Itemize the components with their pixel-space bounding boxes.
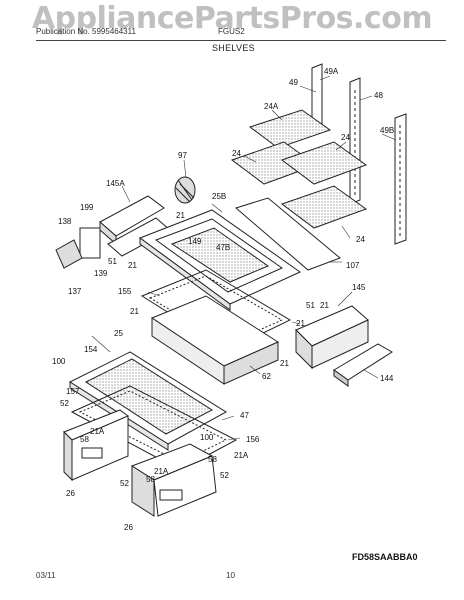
part-label: 139: [94, 269, 108, 278]
part-label: 154: [84, 345, 98, 354]
part-label: 52: [60, 399, 69, 408]
part-label: 100: [200, 433, 214, 442]
lower-drawer-frame: [70, 385, 238, 471]
crisper-cover: [138, 209, 301, 311]
footer-date: 03/11: [36, 571, 56, 580]
part-label: 21: [296, 319, 305, 328]
part-number-labels: 49 49A 48 24A 49B 24 24 97 145A 25B 138 …: [52, 67, 394, 532]
part-label: 21: [280, 359, 289, 368]
part-label: 24: [341, 133, 350, 142]
publication-number: Publication No. 5995464311: [36, 27, 136, 36]
shelf-rails: [311, 63, 407, 245]
part-label: 107: [346, 261, 360, 270]
section-title: SHELVES: [212, 43, 255, 53]
part-label: 21A: [90, 427, 105, 436]
drawer-tray: [150, 295, 280, 385]
part-label: 157: [66, 387, 80, 396]
part-label: 58: [208, 455, 217, 464]
part-label: 21A: [154, 467, 169, 476]
part-label: 100: [52, 357, 66, 366]
part-label: 24: [356, 235, 365, 244]
part-label: 26: [66, 489, 75, 498]
right-duct: [295, 305, 393, 387]
watermark: AppliancePartsPros.com: [31, 1, 433, 36]
part-label: 21: [130, 307, 139, 316]
part-label: 21: [176, 211, 185, 220]
part-label: 47B: [216, 243, 230, 252]
part-label: 145: [352, 283, 366, 292]
fan-unit: [174, 176, 196, 204]
back-panel: [234, 197, 341, 271]
model-header: FGUS2: [218, 27, 245, 36]
part-label: 49B: [380, 126, 394, 135]
part-label: 25B: [212, 192, 226, 201]
part-label: 144: [380, 374, 394, 383]
part-label: 21: [320, 301, 329, 310]
part-label: 47: [240, 411, 249, 420]
part-label: 149: [188, 237, 202, 246]
part-label: 26: [124, 523, 133, 532]
part-label: 48: [374, 91, 383, 100]
part-label: 155: [118, 287, 132, 296]
model-code: FD58SAABBA0: [352, 552, 418, 562]
part-label: 58: [80, 435, 89, 444]
part-label: 138: [58, 217, 72, 226]
part-label: 145A: [106, 179, 125, 188]
part-label: 51: [306, 301, 315, 310]
part-label: 58: [146, 475, 155, 484]
part-label: 21: [128, 261, 137, 270]
part-label: 49: [289, 78, 298, 87]
part-label: 62: [262, 372, 271, 381]
part-label: 24A: [264, 102, 279, 111]
part-label: 199: [80, 203, 94, 212]
part-label: 97: [178, 151, 187, 160]
part-label: 49A: [324, 67, 339, 76]
part-label: 137: [68, 287, 82, 296]
part-label: 21A: [234, 451, 249, 460]
part-label: 25: [114, 329, 123, 338]
part-label: 24: [232, 149, 241, 158]
part-label: 51: [108, 257, 117, 266]
footer-page-number: 10: [226, 571, 235, 580]
crisper-drawers: [63, 409, 217, 517]
leader-lines: [91, 75, 397, 441]
part-label: 52: [120, 479, 129, 488]
part-label: 52: [220, 471, 229, 480]
glass-shelves: [230, 109, 368, 229]
header-rule: [36, 40, 446, 41]
part-label: 156: [246, 435, 260, 444]
